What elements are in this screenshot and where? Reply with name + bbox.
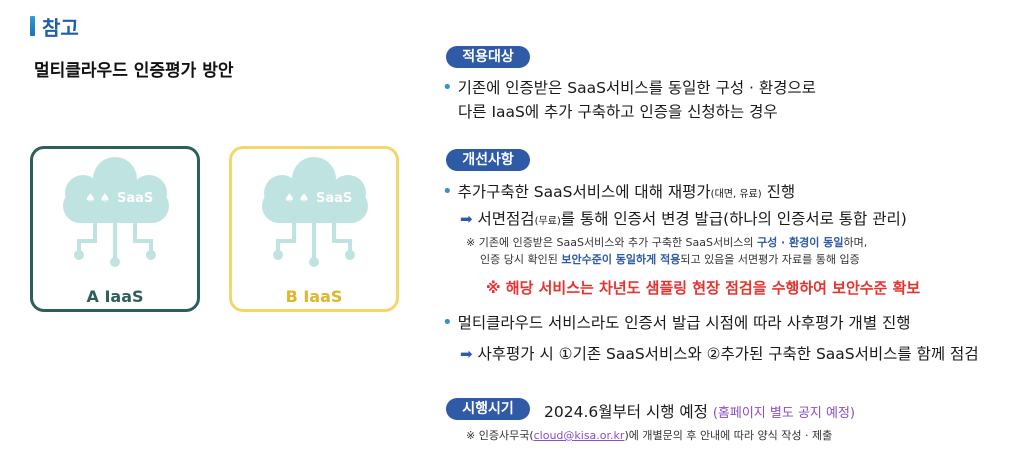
contact-email-link[interactable]: cloud@kisa.or.kr xyxy=(533,429,625,442)
bullet1-main: 추가구축한 SaaS서비스에 대해 재평가 xyxy=(457,183,711,201)
note-l2-post: 되고 있음을 서면평가 자료를 통해 입증 xyxy=(680,253,860,266)
card-b-label: B IaaS xyxy=(285,287,343,306)
bullet-dot-icon: • xyxy=(442,77,453,98)
card-b-iaas: ♠ ♠ SaaS B IaaS xyxy=(229,146,399,312)
red-note: ※ 해당 서비스는 차년도 샘플링 현장 점검을 수행하여 보안수준 확보 xyxy=(486,279,921,297)
card-a-iaas: ♠ ♠ SaaS A IaaS xyxy=(30,146,200,312)
arrow-right-icon: ➡ xyxy=(460,345,473,363)
header-accent-bar xyxy=(30,16,35,36)
section1-line1: 기존에 인증받은 SaaS서비스를 동일한 구성 · 환경으로 xyxy=(457,79,816,97)
contact-note-post: )에 개별문의 후 안내에 따라 양식 작성 · 제출 xyxy=(624,429,833,442)
arrow1-post: 를 통해 인증서 변경 발급(하나의 인증서로 통합 관리) xyxy=(560,210,907,228)
arrow2-text: 사후평가 시 ①기존 SaaS서비스와 ②추가된 구축한 SaaS서비스를 함께… xyxy=(477,345,979,363)
schedule-line: 2024.6월부터 시행 예정 (홈페이지 별도 공지 예정) xyxy=(544,400,855,422)
main-title: 멀티클라우드 인증평가 방안 xyxy=(34,61,234,81)
bullet-dot-icon: • xyxy=(442,181,453,202)
spade-icon: ♠ ♠ xyxy=(85,191,110,205)
bullet1-paren: (대면, 유료) xyxy=(710,189,762,200)
page-section-title: 참고 xyxy=(42,16,79,40)
spade-icon: ♠ ♠ xyxy=(284,191,309,205)
cloud-network-icon: ♠ ♠ SaaS xyxy=(262,157,368,267)
section2-arrow2: ➡ 사후평가 시 ①기존 SaaS서비스와 ②추가된 구축한 SaaS서비스를 … xyxy=(460,342,979,364)
note-line1: ※ 기존에 인증받은 SaaS서비스와 추가 구축한 SaaS서비스의 구성 ·… xyxy=(466,234,867,250)
bullet1-end: 진행 xyxy=(761,183,796,201)
schedule-main: 2024.6월부터 시행 예정 xyxy=(544,403,708,421)
note-l2-highlight: 보안수준이 동일하게 적용 xyxy=(561,253,681,266)
arrow1-pre: 서면점검 xyxy=(477,210,535,228)
arrow-right-icon: ➡ xyxy=(460,210,473,228)
note-l2-pre: 인증 당시 확인된 xyxy=(480,253,562,266)
section1-line2: 다른 IaaS에 추가 구축하고 인증을 신청하는 경우 xyxy=(458,103,778,121)
card-b-cloud-label: SaaS xyxy=(316,191,352,206)
note-l1-post: 하며, xyxy=(843,236,868,249)
arrow1-paren: (무료) xyxy=(534,216,561,227)
section2-bullet2: • 멀티클라우드 서비스라도 인증서 발급 시점에 따라 사후평가 개별 진행 xyxy=(442,311,911,333)
section1-bullet: • 기존에 인증받은 SaaS서비스를 동일한 구성 · 환경으로 xyxy=(442,76,816,98)
section2-bullet1: • 추가구축한 SaaS서비스에 대해 재평가(대면, 유료) 진행 xyxy=(442,180,795,202)
note-line2: 인증 당시 확인된 보안수준이 동일하게 적용되고 있음을 서면평가 자료를 통… xyxy=(480,251,860,267)
card-a-cloud-label: SaaS xyxy=(117,191,153,206)
section-pill-improvements: 개선사항 xyxy=(446,149,530,171)
bullet-dot-icon: • xyxy=(442,312,453,333)
contact-note-pre: ※ 인증사무국( xyxy=(466,429,534,442)
contact-note: ※ 인증사무국(cloud@kisa.or.kr)에 개별문의 후 안내에 따라… xyxy=(466,427,832,443)
note-l1-highlight: 구성 · 환경이 동일 xyxy=(756,236,844,249)
section2-arrow1: ➡ 서면점검(무료)를 통해 인증서 변경 발급(하나의 인증서로 통합 관리) xyxy=(460,207,907,229)
schedule-sub: (홈페이지 별도 공지 예정) xyxy=(712,406,855,421)
bullet2-text: 멀티클라우드 서비스라도 인증서 발급 시점에 따라 사후평가 개별 진행 xyxy=(457,314,911,332)
section-pill-schedule: 시행시기 xyxy=(446,398,530,420)
section-pill-target: 적용대상 xyxy=(446,46,530,68)
card-a-label: A IaaS xyxy=(86,287,144,306)
note-l1-pre: ※ 기존에 인증받은 SaaS서비스와 추가 구축한 SaaS서비스의 xyxy=(466,236,757,249)
cloud-network-icon: ♠ ♠ SaaS xyxy=(63,157,169,267)
